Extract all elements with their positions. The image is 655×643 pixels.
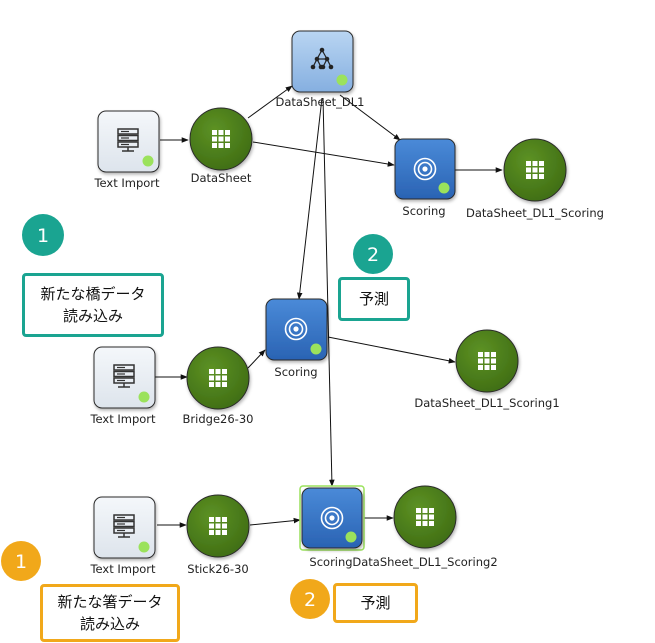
edge-sheet2-scoring2[interactable]: [247, 349, 266, 369]
node-text-import-3[interactable]: Text Import: [89, 496, 156, 576]
grid-icon: [209, 517, 227, 535]
status-dot: [336, 74, 348, 86]
edge-scoring2-result2[interactable]: [327, 336, 456, 364]
node-label: Text Import: [89, 412, 156, 426]
orange-callout-predict: 予測: [333, 583, 418, 623]
node-label: Scoring: [309, 555, 352, 569]
node-label: Scoring: [402, 204, 445, 218]
node-label: DataSheet_DL1_Scoring2: [352, 555, 497, 569]
node-datasheet-dl1-scoring[interactable]: DataSheet_DL1_Scoring: [466, 138, 604, 220]
svg-text:1: 1: [37, 225, 49, 247]
grid-icon: [416, 508, 434, 526]
teal-callout-predict: 予測: [338, 277, 410, 321]
orange-badge-1: 1: [1, 541, 41, 581]
status-dot: [142, 155, 154, 167]
node-bridge26-30[interactable]: Bridge26-30: [183, 346, 254, 426]
orange-badge-2: 2: [290, 579, 330, 619]
node-label: Scoring: [274, 365, 317, 379]
edge-dl1-scoring1[interactable]: [339, 94, 401, 141]
node-datasheet-dl1[interactable]: DataSheet_DL1: [275, 30, 365, 109]
node-stick26-30[interactable]: Stick26-30: [186, 494, 250, 576]
grid-icon: [212, 130, 230, 148]
svg-text:1: 1: [15, 551, 27, 573]
grid-icon: [478, 352, 496, 370]
node-label: Bridge26-30: [183, 412, 254, 426]
svg-text:2: 2: [367, 244, 379, 266]
node-scoring-2[interactable]: Scoring: [265, 298, 328, 379]
node-text-import-2[interactable]: Text Import: [89, 346, 156, 426]
node-label: DataSheet_DL1: [275, 95, 364, 109]
node-label: Stick26-30: [187, 562, 248, 576]
node-datasheet-dl1-scoring1[interactable]: DataSheet_DL1_Scoring1: [414, 329, 560, 410]
orange-callout-load-data: 新たな箸データ 読み込み: [40, 584, 180, 642]
status-dot: [438, 182, 450, 194]
node-datasheet-dl1-scoring2[interactable]: DataSheet_DL1_Scoring2: [352, 485, 498, 569]
node-scoring-3[interactable]: Scoring: [299, 485, 365, 569]
edges: [155, 85, 503, 528]
grid-icon: [526, 161, 544, 179]
grid-icon: [209, 369, 227, 387]
edge-dl1-scoring3[interactable]: [322, 97, 335, 487]
status-dot: [138, 391, 150, 403]
node-label: Text Import: [93, 176, 160, 190]
node-label: DataSheet: [191, 171, 252, 185]
status-dot: [345, 531, 357, 543]
status-dot: [310, 343, 322, 355]
edge-sheet1-scoring1[interactable]: [252, 141, 395, 167]
teal-badge-2: 2: [353, 234, 393, 274]
svg-text:2: 2: [304, 589, 316, 611]
edge-dl1-scoring2[interactable]: [296, 97, 323, 300]
edge-sheet3-scoring3[interactable]: [249, 517, 301, 526]
node-scoring-1[interactable]: Scoring: [394, 138, 456, 218]
node-label: DataSheet_DL1_Scoring1: [414, 396, 559, 410]
teal-callout-load-data: 新たな橋データ 読み込み: [22, 273, 164, 337]
selection-frame: [299, 485, 365, 551]
node-datasheet[interactable]: DataSheet: [189, 107, 253, 185]
teal-badge-1: 1: [22, 214, 64, 256]
status-dot: [138, 541, 150, 553]
node-label: DataSheet_DL1_Scoring: [466, 206, 604, 220]
edge-sheet1-dl1[interactable]: [247, 85, 293, 119]
node-text-import-1[interactable]: Text Import: [93, 110, 160, 190]
node-label: Text Import: [89, 562, 156, 576]
